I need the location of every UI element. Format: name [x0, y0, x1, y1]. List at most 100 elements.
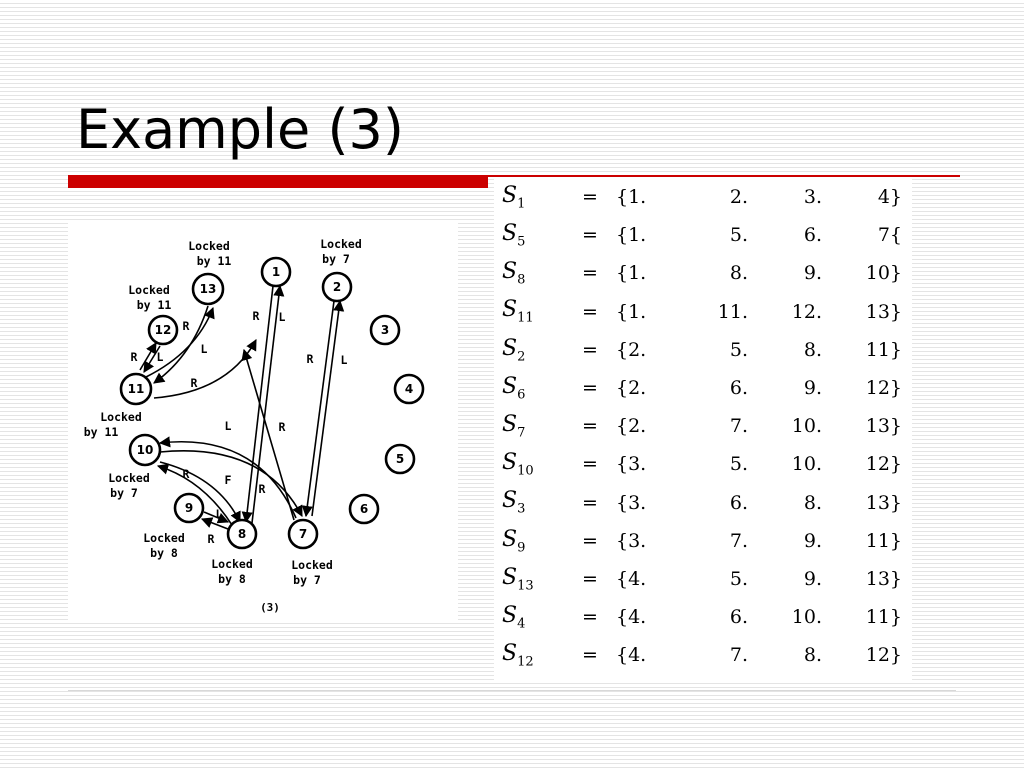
set-member: 4}	[877, 186, 902, 209]
set-symbol: S	[502, 412, 518, 438]
edges	[139, 284, 345, 530]
set-member: {3.	[616, 529, 647, 552]
node-5: 5	[384, 443, 416, 475]
set-name: S8	[494, 254, 564, 292]
set-member: 13}	[865, 415, 902, 438]
edge-13-11	[153, 305, 209, 384]
edge-label: L	[216, 507, 223, 521]
set-member: {4.	[616, 567, 647, 590]
set-member: {1.	[616, 300, 647, 323]
set-member: 7.	[729, 415, 748, 438]
set-index: 7	[517, 425, 526, 441]
equals-sign: =	[582, 529, 598, 552]
edge-label: L	[341, 353, 348, 367]
edge-label: L	[201, 342, 208, 356]
set-member: 9.	[803, 262, 822, 285]
edge-9-8	[203, 511, 230, 524]
set-index: 6	[517, 387, 526, 403]
set-symbol: S	[502, 373, 518, 399]
set-symbol: S	[502, 526, 518, 552]
lock-graph-svg: R L R L R L R L R L R R F R L R 1 2 3 4 …	[84, 237, 425, 614]
set-index: 11	[517, 310, 534, 326]
set-member: 8.	[803, 491, 822, 514]
set-member: 13}	[865, 567, 902, 590]
set-name: S5	[494, 216, 564, 254]
set-symbol: S	[502, 182, 518, 208]
set-member: {1.	[616, 186, 647, 209]
edge-8-1	[251, 284, 285, 524]
set-row: S8={1.8.9.10}	[494, 254, 910, 292]
set-index: 13	[517, 578, 534, 594]
set-member: 12.	[791, 300, 822, 323]
set-member: 5.	[729, 224, 748, 247]
set-member: {2.	[616, 415, 647, 438]
set-symbol: S	[502, 297, 518, 323]
set-symbol: S	[502, 450, 518, 476]
set-name: S7	[494, 407, 564, 445]
equals-sign: =	[582, 262, 598, 285]
node-1: 1	[260, 256, 292, 288]
set-member: 9.	[803, 529, 822, 552]
set-member: 6.	[729, 377, 748, 400]
edge-label: L	[279, 310, 286, 324]
edge-label: L	[225, 419, 232, 433]
set-name: S10	[494, 445, 564, 483]
node-6: 6	[348, 493, 380, 525]
edge-12-11	[143, 345, 161, 373]
set-member: 11}	[865, 529, 902, 552]
set-symbol: S	[502, 602, 518, 628]
set-member: 9.	[803, 567, 822, 590]
set-index: 2	[517, 349, 526, 365]
set-index: 1	[517, 196, 526, 212]
set-member: {2.	[616, 338, 647, 361]
set-name: S13	[494, 560, 564, 598]
node-12: 12	[147, 314, 179, 346]
set-symbol: S	[502, 221, 518, 247]
set-member: 9.	[803, 377, 822, 400]
set-member: 7.	[729, 644, 748, 667]
node-10: 10	[128, 433, 162, 467]
svg-text:3: 3	[381, 323, 389, 337]
set-member: 11}	[865, 338, 902, 361]
equals-sign: =	[582, 300, 598, 323]
set-symbol: S	[502, 335, 518, 361]
edge-label: L	[157, 350, 164, 364]
edge-label: R	[131, 350, 138, 364]
edge-label: R	[279, 420, 286, 434]
svg-text:5: 5	[396, 452, 404, 466]
set-index: 4	[517, 616, 526, 632]
set-member: 8.	[803, 644, 822, 667]
edge-label: R	[259, 482, 266, 496]
set-member: 11}	[865, 606, 902, 629]
set-index: 8	[517, 272, 526, 288]
equals-sign: =	[582, 377, 598, 400]
slide-title: Example (3)	[76, 98, 404, 161]
set-symbol: S	[502, 641, 518, 667]
edge-label: R	[183, 467, 190, 481]
set-name: S6	[494, 369, 564, 407]
set-member: 11.	[717, 300, 748, 323]
set-member: 2.	[729, 186, 748, 209]
svg-text:2: 2	[333, 280, 341, 294]
edge-2-7	[301, 300, 335, 518]
edge-8-9	[200, 517, 229, 530]
equals-sign: =	[582, 338, 598, 361]
set-index: 3	[517, 501, 526, 517]
node-7: 7	[287, 518, 319, 550]
lock-graph-diagram: R L R L R L R L R L R R F R L R 1 2 3 4 …	[68, 222, 458, 622]
edge-7-1	[241, 348, 295, 521]
set-member: 6.	[729, 491, 748, 514]
set-member: 12}	[865, 453, 902, 476]
svg-text:6: 6	[360, 502, 368, 516]
edge-11-12	[139, 342, 157, 371]
set-member: {3.	[616, 453, 647, 476]
set-member: 7.	[729, 529, 748, 552]
svg-text:12: 12	[155, 323, 172, 337]
set-member: 10}	[865, 262, 902, 285]
